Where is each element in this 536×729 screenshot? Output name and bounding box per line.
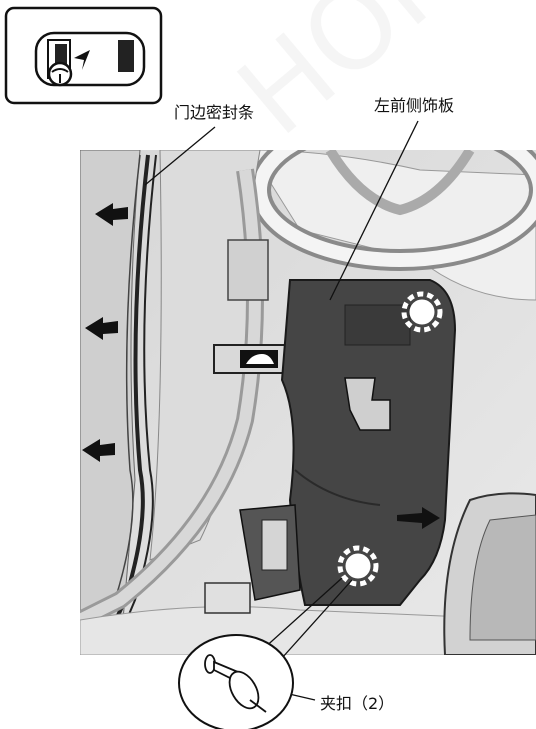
steering-wheel <box>249 150 536 271</box>
vehicle-location-icon <box>34 31 146 87</box>
left-front-side-trim-panel <box>280 279 457 606</box>
location-inset <box>4 6 163 105</box>
hood-release-icon <box>213 344 293 374</box>
door-seal-strip <box>89 154 157 655</box>
clip-marker-upper <box>401 291 443 333</box>
clip-detail-callout <box>178 634 294 729</box>
clip-icon <box>204 654 267 713</box>
door-seal-label: 门边密封条 <box>172 103 257 123</box>
interior-scene <box>80 150 536 655</box>
clip-label: 夹扣（2） <box>318 694 397 714</box>
watermark: HONDA <box>214 0 536 160</box>
pull-direction-arrows <box>82 203 440 529</box>
clip-marker-lower <box>337 545 379 587</box>
left-front-trim-label: 左前侧饰板 <box>372 96 457 116</box>
